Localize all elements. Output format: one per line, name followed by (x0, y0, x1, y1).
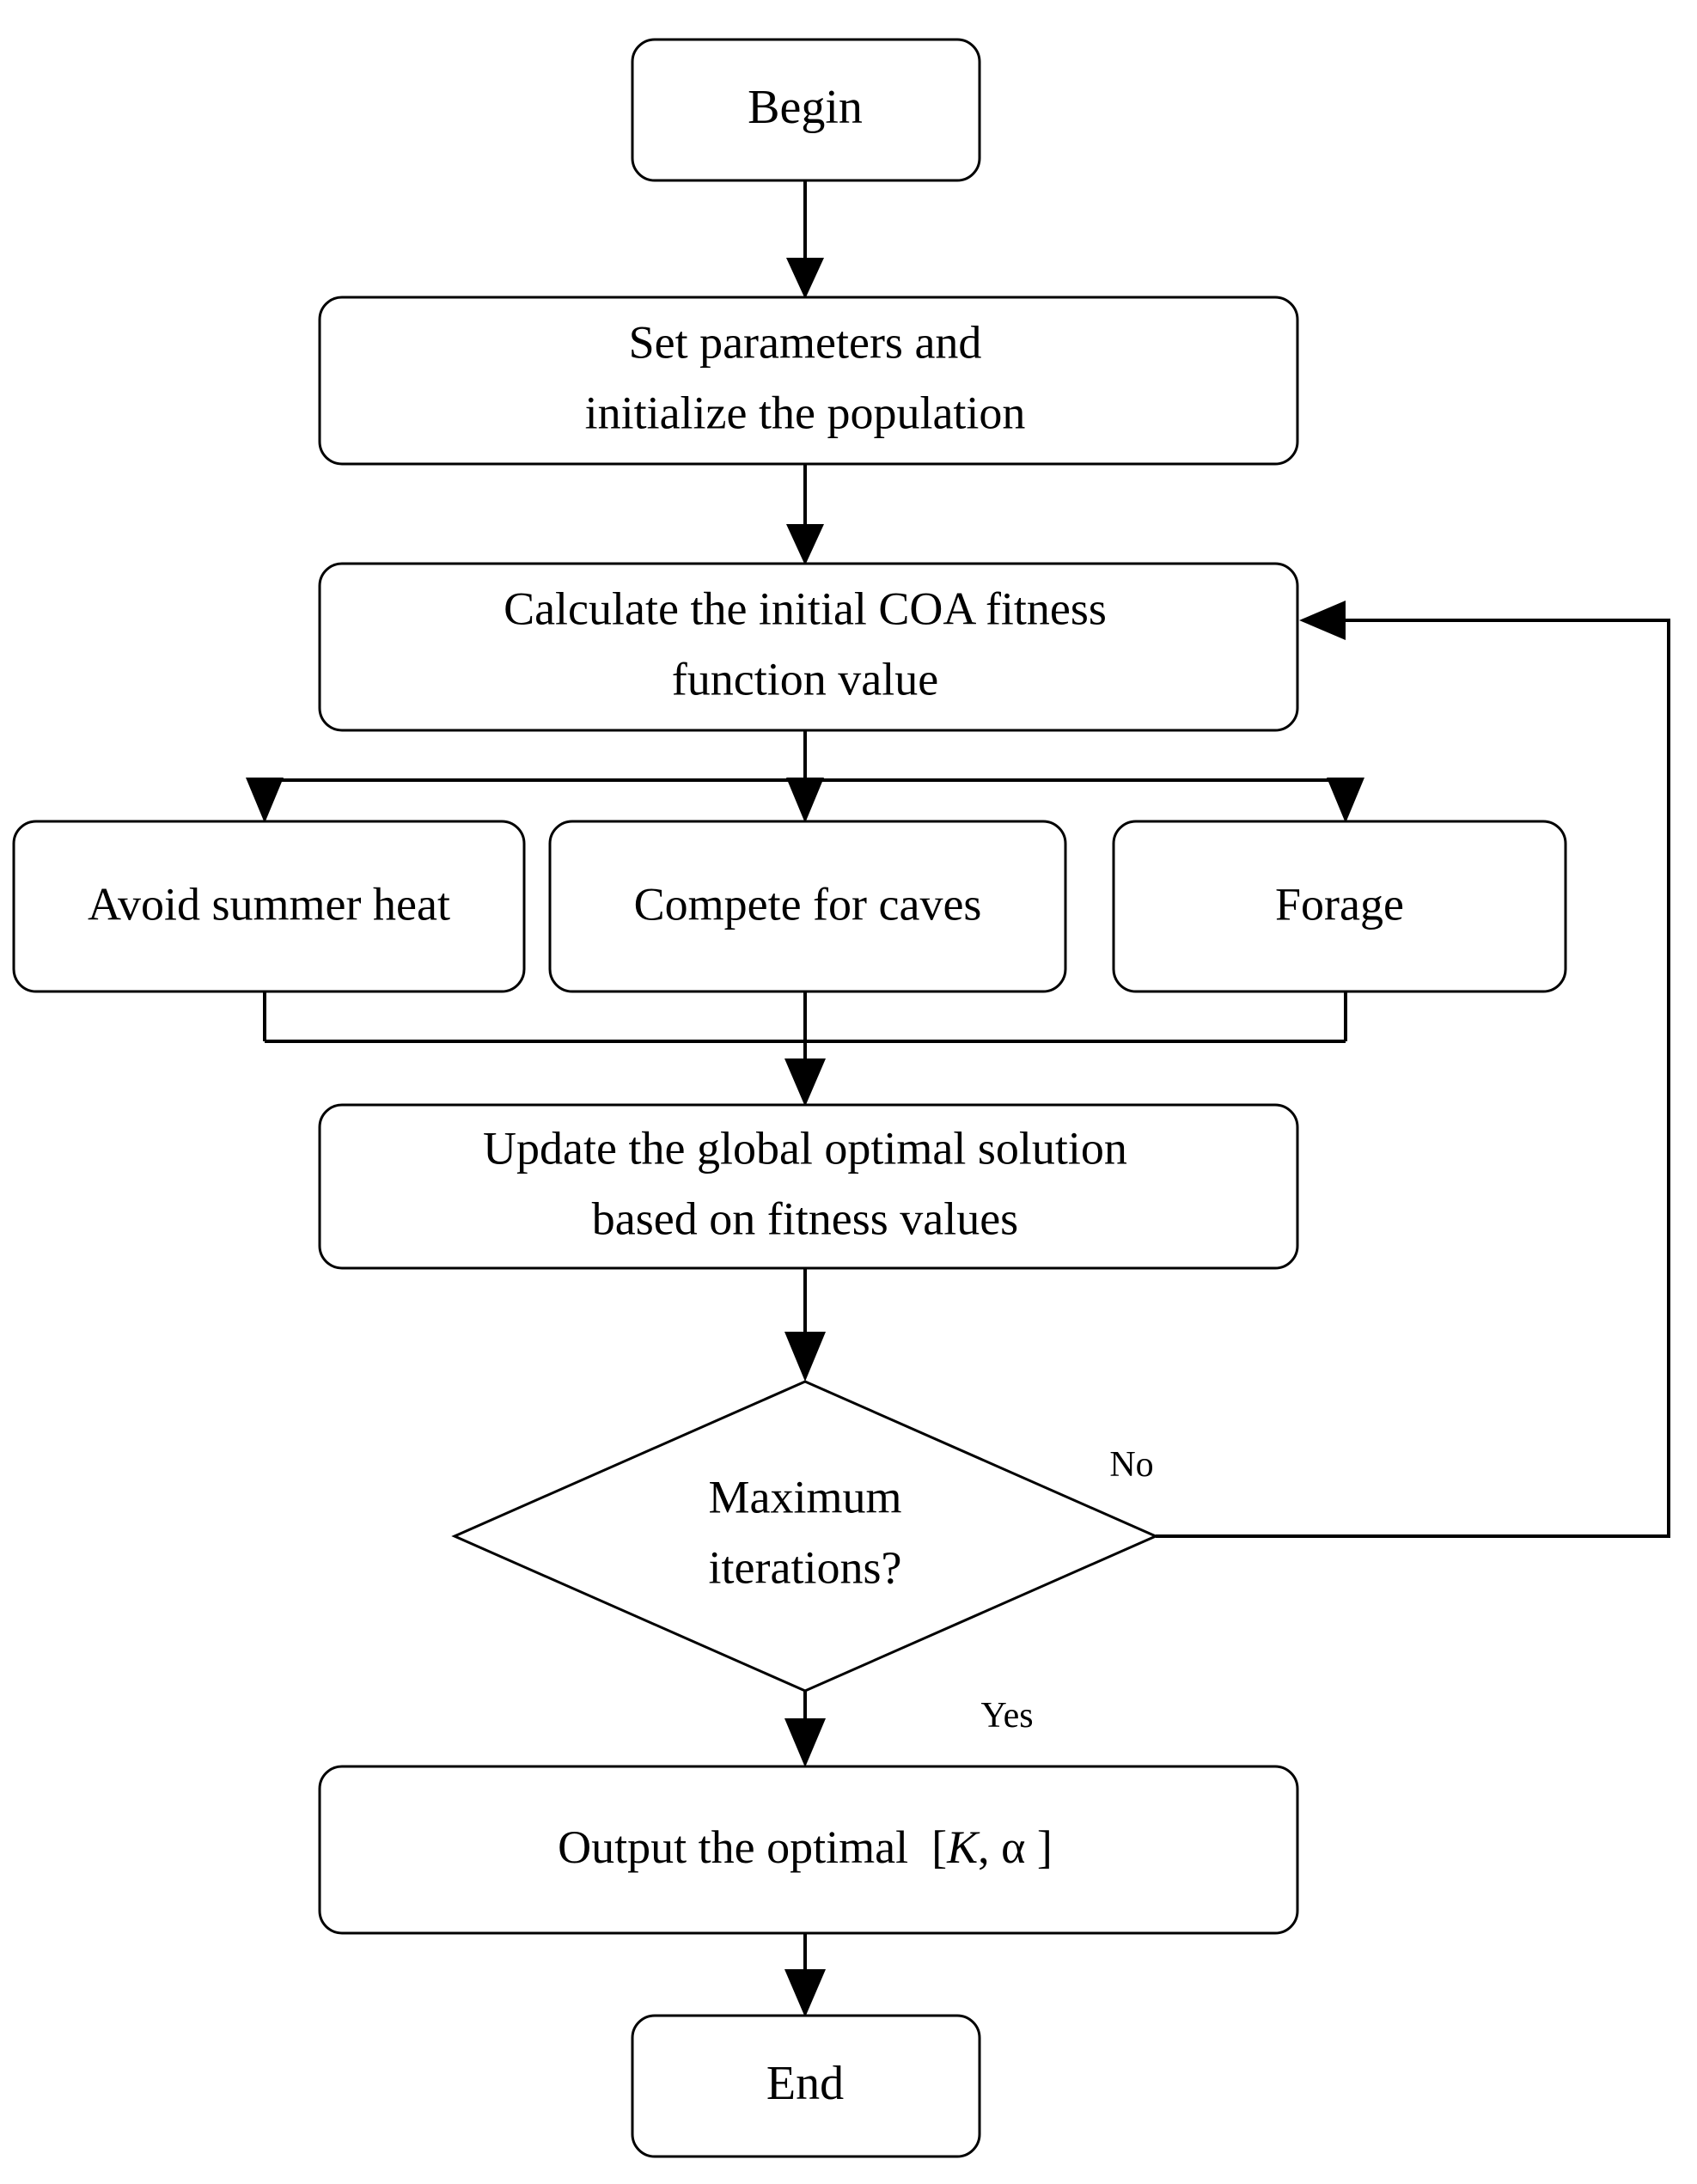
node-calculate-fitness[interactable] (318, 562, 1299, 732)
node-output-optimal[interactable] (318, 1765, 1299, 1935)
node-set-parameters-line1: Set parameters and (629, 316, 982, 368)
edge-begin-to-set-parameters (786, 180, 824, 299)
edge-decision-no-feedback (1156, 601, 1670, 1538)
output-optimal-bracket-close: ] (1037, 1821, 1053, 1873)
edge-split-to-avoid-heat (246, 778, 284, 823)
output-optimal-var-k: K (946, 1821, 980, 1873)
node-calculate-fitness-line1: Calculate the initial COA fitness (504, 583, 1107, 634)
node-update-global-line1: Update the global optimal solution (483, 1122, 1127, 1174)
edge-merge-to-update (784, 990, 826, 1107)
node-avoid-summer-heat[interactable] (12, 820, 526, 993)
edge-update-to-decision (784, 1267, 826, 1382)
node-forage-label: Forage (1275, 878, 1404, 930)
node-set-parameters-line2: initialize the population (585, 387, 1026, 438)
node-compete-for-caves-label: Compete for caves (634, 878, 982, 930)
node-update-global-line2: based on fitness values (592, 1193, 1018, 1244)
node-end[interactable] (631, 2014, 981, 2158)
node-begin[interactable] (631, 38, 981, 182)
node-calculate-fitness-line2: function value (672, 653, 938, 705)
edge-decision-yes-to-output (784, 1691, 826, 1767)
node-compete-for-caves[interactable] (548, 820, 1067, 993)
edge-label-yes: Yes (980, 1696, 1033, 1736)
node-maximum-iterations-line1: Maximum (709, 1471, 902, 1522)
edge-label-no: No (1109, 1445, 1153, 1485)
edge-set-parameters-to-calculate (786, 464, 824, 565)
node-output-optimal-label: Output the optimal [K, α ] (558, 1821, 1053, 1873)
edge-split-to-forage (1327, 778, 1364, 823)
node-set-parameters[interactable] (318, 296, 1299, 466)
output-optimal-comma: , (978, 1821, 990, 1873)
node-forage[interactable] (1112, 820, 1567, 993)
node-maximum-iterations[interactable] (451, 1380, 1159, 1693)
node-update-global[interactable] (318, 1103, 1299, 1270)
node-begin-label: Begin (748, 81, 863, 134)
node-maximum-iterations-line2: iterations? (709, 1541, 902, 1593)
node-avoid-summer-heat-label: Avoid summer heat (88, 878, 450, 930)
output-optimal-bracket-open: [ (931, 1821, 947, 1873)
output-optimal-var-alpha: α (1001, 1821, 1025, 1873)
output-optimal-prefix: Output the optimal (558, 1821, 908, 1873)
node-end-label: End (766, 2057, 844, 2110)
edge-split-to-compete-caves (786, 778, 824, 823)
edge-output-to-end (784, 1933, 826, 2017)
